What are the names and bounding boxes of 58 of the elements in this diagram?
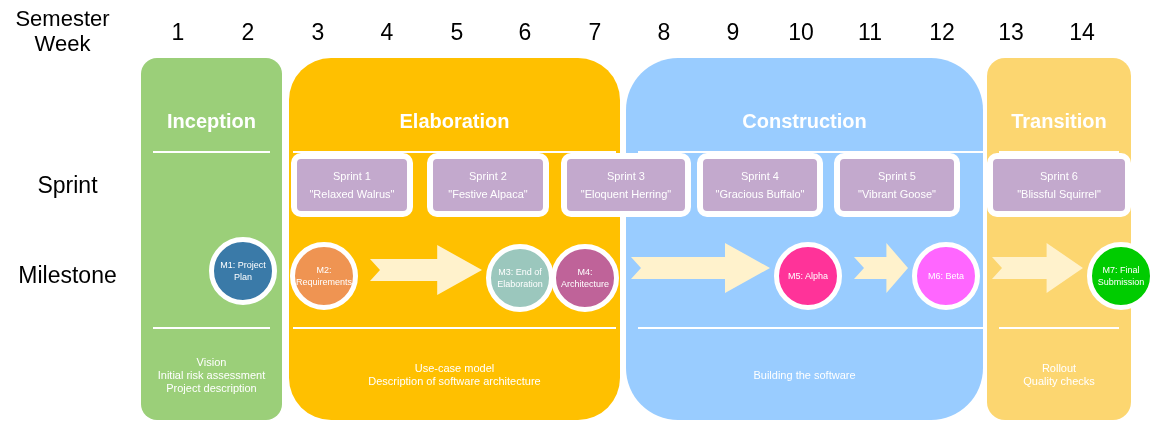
- milestone-label: M2: Requirements: [295, 264, 353, 288]
- sprint-label: Sprint 1: [333, 169, 371, 183]
- week-number: 13: [997, 19, 1025, 46]
- sprint-label: Sprint 3: [607, 169, 645, 183]
- week-number: 3: [310, 19, 326, 46]
- sprint-label: Sprint 5: [878, 169, 916, 183]
- row-header: Milestone: [17, 262, 118, 289]
- deliverable-text: Initial risk assessment: [157, 368, 266, 382]
- week-number: 8: [656, 19, 672, 46]
- sprint-label: Sprint 4: [741, 169, 779, 183]
- arrow: [370, 245, 482, 295]
- sprint-label: "Vibrant Goose": [858, 187, 936, 201]
- week-number: 10: [787, 19, 815, 46]
- milestone-label: M3: End of Elaboration: [496, 266, 544, 290]
- week-number: 14: [1068, 19, 1096, 46]
- deliverable-text: Use-case model: [414, 362, 495, 375]
- week-number: 2: [240, 19, 256, 46]
- phase-title: Transition: [1011, 110, 1107, 133]
- deliverable-text: Vision: [196, 355, 227, 369]
- arrow: [631, 243, 770, 293]
- week-number: 1: [170, 19, 186, 46]
- deliverable-text: Building the software: [753, 368, 856, 382]
- phase-title: Inception: [167, 110, 256, 133]
- deliverable-text: Rollout: [1041, 362, 1077, 375]
- week-number: 7: [587, 19, 603, 46]
- row-header: Sprint: [36, 172, 99, 199]
- milestone-label: M1: Project Plan: [219, 259, 267, 283]
- phase-title: Construction: [742, 110, 867, 133]
- week-number: 5: [449, 19, 465, 46]
- sprint-label: "Blissful Squirrel": [1017, 187, 1101, 201]
- sprint-label: "Gracious Buffalo": [715, 187, 805, 201]
- sprint-label: Sprint 6: [1040, 169, 1078, 183]
- sprint-card: [561, 153, 691, 217]
- sprint-card: [834, 153, 960, 217]
- sprint-label: "Festive Alpaca": [448, 187, 528, 201]
- arrow: [854, 243, 908, 293]
- sprint-card: [427, 153, 549, 217]
- row-header: Semester Week: [14, 6, 111, 57]
- week-number: 9: [725, 19, 741, 46]
- week-number: 4: [379, 19, 395, 46]
- sprint-card: [291, 153, 413, 217]
- deliverable-text: Project description: [166, 381, 257, 395]
- deliverable-text: Description of software architecture: [368, 375, 541, 388]
- milestone-label: M4: Architecture: [560, 266, 610, 290]
- milestone-label: M5: Alpha: [788, 270, 828, 282]
- phase-title: Elaboration: [399, 110, 510, 133]
- deliverable-text: Quality checks: [1023, 375, 1095, 388]
- week-number: 12: [928, 19, 956, 46]
- sprint-label: Sprint 2: [469, 169, 507, 183]
- week-number: 6: [517, 19, 533, 46]
- milestone-label: M6: Beta: [928, 270, 964, 282]
- phase-panel: [141, 58, 282, 420]
- sprint-card: [697, 153, 823, 217]
- arrow: [992, 243, 1083, 293]
- milestone-label: M7: Final Submission: [1096, 264, 1146, 288]
- sprint-label: "Eloquent Herring": [580, 187, 672, 201]
- week-number: 11: [857, 19, 883, 46]
- sprint-label: "Relaxed Walrus": [309, 187, 395, 201]
